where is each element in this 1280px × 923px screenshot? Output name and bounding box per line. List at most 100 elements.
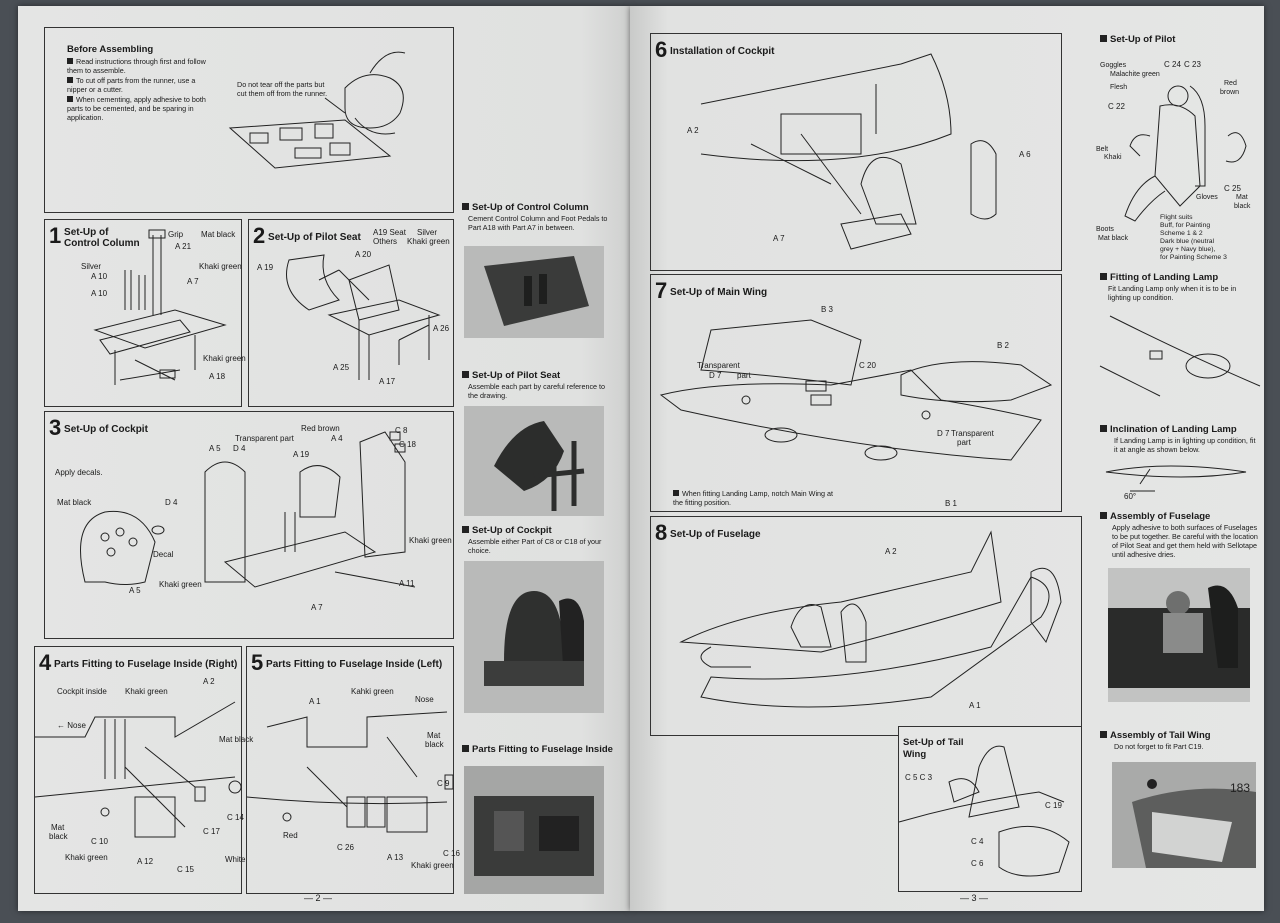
label-mat-black: Mat black bbox=[201, 230, 236, 239]
step-3-box: 3 Set-Up of Cockpit Apply decals. Mat bl… bbox=[44, 411, 454, 639]
side-cockpit-title: Set-Up of Cockpit bbox=[462, 525, 552, 536]
photo-pilot-seat bbox=[464, 406, 604, 516]
label-grip: Grip bbox=[168, 230, 184, 239]
step-7-title: 7 Set-Up of Main Wing bbox=[655, 278, 768, 303]
step-8-box: 8 Set-Up of Fuselage A 2 A 1 bbox=[650, 516, 1082, 736]
label-a5-top: A 5 bbox=[209, 444, 221, 453]
cockpit-drawing bbox=[80, 431, 416, 588]
label-a7: A 7 bbox=[187, 277, 199, 286]
step-6-box: 6 Installation of Cockpit A 2 A 6 A 7 bbox=[650, 33, 1062, 271]
side-control-title: Set-Up of Control Column bbox=[462, 202, 589, 213]
label-d7-right: D 7 bbox=[937, 429, 950, 438]
label-apply-decals: Apply decals. bbox=[55, 468, 103, 477]
label-black: black bbox=[425, 740, 444, 749]
label-transparent-2: Transparent bbox=[951, 429, 994, 438]
step-4-box: 4 Parts Fitting to Fuselage Inside (Righ… bbox=[34, 646, 253, 894]
label-a10-bottom: A 10 bbox=[91, 289, 108, 298]
label-c15: C 15 bbox=[177, 865, 194, 874]
side-control-text: Cement Control Column and Foot Pedals to… bbox=[468, 214, 608, 232]
photo-fuselage-assembly bbox=[1108, 568, 1250, 702]
label-c6: C 6 bbox=[971, 859, 984, 868]
photo-fuselage-inside bbox=[464, 766, 604, 894]
before-note: Do not tear off the parts but cut them o… bbox=[237, 80, 328, 98]
label-c17: C 17 bbox=[203, 827, 220, 836]
label-transparent-1: Transparent bbox=[697, 361, 740, 370]
label-a2: A 2 bbox=[885, 547, 897, 556]
label-a2: A 2 bbox=[687, 126, 699, 135]
label-khaki-green: Khaki green bbox=[411, 861, 454, 870]
label-b2: B 2 bbox=[997, 341, 1010, 350]
pilot-seat-drawing bbox=[286, 254, 441, 380]
label-c24: C 24 bbox=[1164, 60, 1181, 69]
label-silver: Silver bbox=[417, 228, 438, 237]
main-wing-drawing bbox=[659, 319, 1053, 461]
label-d4-top: D 4 bbox=[233, 444, 246, 453]
label-a7: A 7 bbox=[311, 603, 323, 612]
label-a19-seat: A19 Seat bbox=[373, 228, 406, 237]
fuselage-right-drawing bbox=[34, 701, 242, 838]
label-khaki-green-2: Khaki green bbox=[409, 536, 452, 545]
label-a11: A 11 bbox=[399, 579, 415, 588]
label-khaki-green-1: Khaki green bbox=[125, 687, 168, 696]
label-part-1: part bbox=[737, 371, 751, 380]
fuselage-drawing bbox=[679, 530, 1062, 708]
pilot-title: Set-Up of Pilot bbox=[1100, 34, 1175, 45]
photo-control-column bbox=[464, 246, 604, 338]
page-left: Before Assembling Read instructions thro… bbox=[18, 6, 630, 911]
label-c8: C 8 bbox=[395, 426, 408, 435]
label-mat: Mat bbox=[1236, 194, 1248, 201]
label-flesh: Flesh bbox=[1110, 84, 1128, 91]
label-khaki-green-2: Khaki green bbox=[203, 354, 246, 363]
tail-marking-text: 183 bbox=[1230, 781, 1250, 795]
step-5-title: 5 Parts Fitting to Fuselage Inside (Left… bbox=[251, 650, 443, 675]
step-8-title: 8 Set-Up of Fuselage bbox=[655, 520, 761, 545]
label-gloves: Gloves bbox=[1196, 194, 1218, 201]
label-kahki-green: Kahki green bbox=[351, 687, 394, 696]
before-assembling-box: Before Assembling Read instructions thro… bbox=[44, 27, 454, 213]
label-a13: A 13 bbox=[387, 853, 404, 862]
step-1-title: 1 Set-Up of Control Column bbox=[49, 223, 140, 249]
tailwing-assembly-title: Assembly of Tail Wing bbox=[1100, 730, 1211, 741]
control-column-drawing bbox=[93, 229, 227, 385]
label-cockpit-inside: Cockpit inside bbox=[57, 687, 107, 696]
runner-illustration bbox=[228, 51, 406, 169]
before-item-3: When cementing, apply adhesive to both p… bbox=[67, 95, 206, 122]
label-brown: brown bbox=[1220, 89, 1240, 96]
label-khaki: Khaki bbox=[1104, 154, 1122, 161]
page-right: 6 Installation of Cockpit A 2 A 6 A 7 7 … bbox=[630, 6, 1264, 911]
label-a10-top: A 10 bbox=[91, 272, 108, 281]
photo-cockpit bbox=[464, 561, 604, 713]
label-red: Red bbox=[1224, 80, 1237, 87]
label-goggles: Goggles bbox=[1100, 62, 1127, 69]
label-red-brown: Red brown bbox=[301, 424, 340, 433]
label-black: black bbox=[49, 832, 68, 841]
label-part-2: part bbox=[957, 438, 971, 447]
label-a19: A 19 bbox=[293, 450, 310, 459]
step-2-title: 2 Set-Up of Pilot Seat bbox=[253, 223, 361, 248]
side-cockpit-text: Assemble either Part of C8 or C18 of you… bbox=[468, 537, 602, 555]
step-2-box: 2 Set-Up of Pilot Seat A19 Seat Silver O… bbox=[248, 219, 454, 407]
tail-wing-box: Set-Up of Tail Wing C 5 C 3 C 19 C 4 C 6 bbox=[898, 726, 1082, 892]
label-a5-bottom: A 5 bbox=[129, 586, 141, 595]
label-d7-left: D 7 bbox=[709, 371, 722, 380]
page-number-right: — 3 — bbox=[960, 893, 989, 903]
side-pilotseat-title: Set-Up of Pilot Seat bbox=[462, 370, 560, 381]
label-a21: A 21 bbox=[175, 242, 192, 251]
label-a1: A 1 bbox=[309, 697, 321, 706]
label-b1: B 1 bbox=[945, 499, 958, 508]
label-khaki-green-1: Khaki green bbox=[199, 262, 242, 271]
label-nose: Nose bbox=[415, 695, 434, 704]
label-b3: B 3 bbox=[821, 305, 834, 314]
step-6-title: 6 Installation of Cockpit bbox=[655, 37, 775, 62]
label-c9: C 9 bbox=[437, 779, 450, 788]
tail-wing-drawing bbox=[898, 745, 1070, 877]
landing-title: Fitting of Landing Lamp bbox=[1100, 272, 1218, 283]
label-a25: A 25 bbox=[333, 363, 350, 372]
photo-tail-wing: 183 bbox=[1112, 762, 1256, 868]
label-others: Others bbox=[373, 237, 398, 246]
step-5-box: 5 Parts Fitting to Fuselage Inside (Left… bbox=[246, 646, 460, 894]
label-belt: Belt bbox=[1096, 146, 1109, 153]
label-c16: C 16 bbox=[443, 849, 460, 858]
label-black: black bbox=[1234, 203, 1251, 210]
